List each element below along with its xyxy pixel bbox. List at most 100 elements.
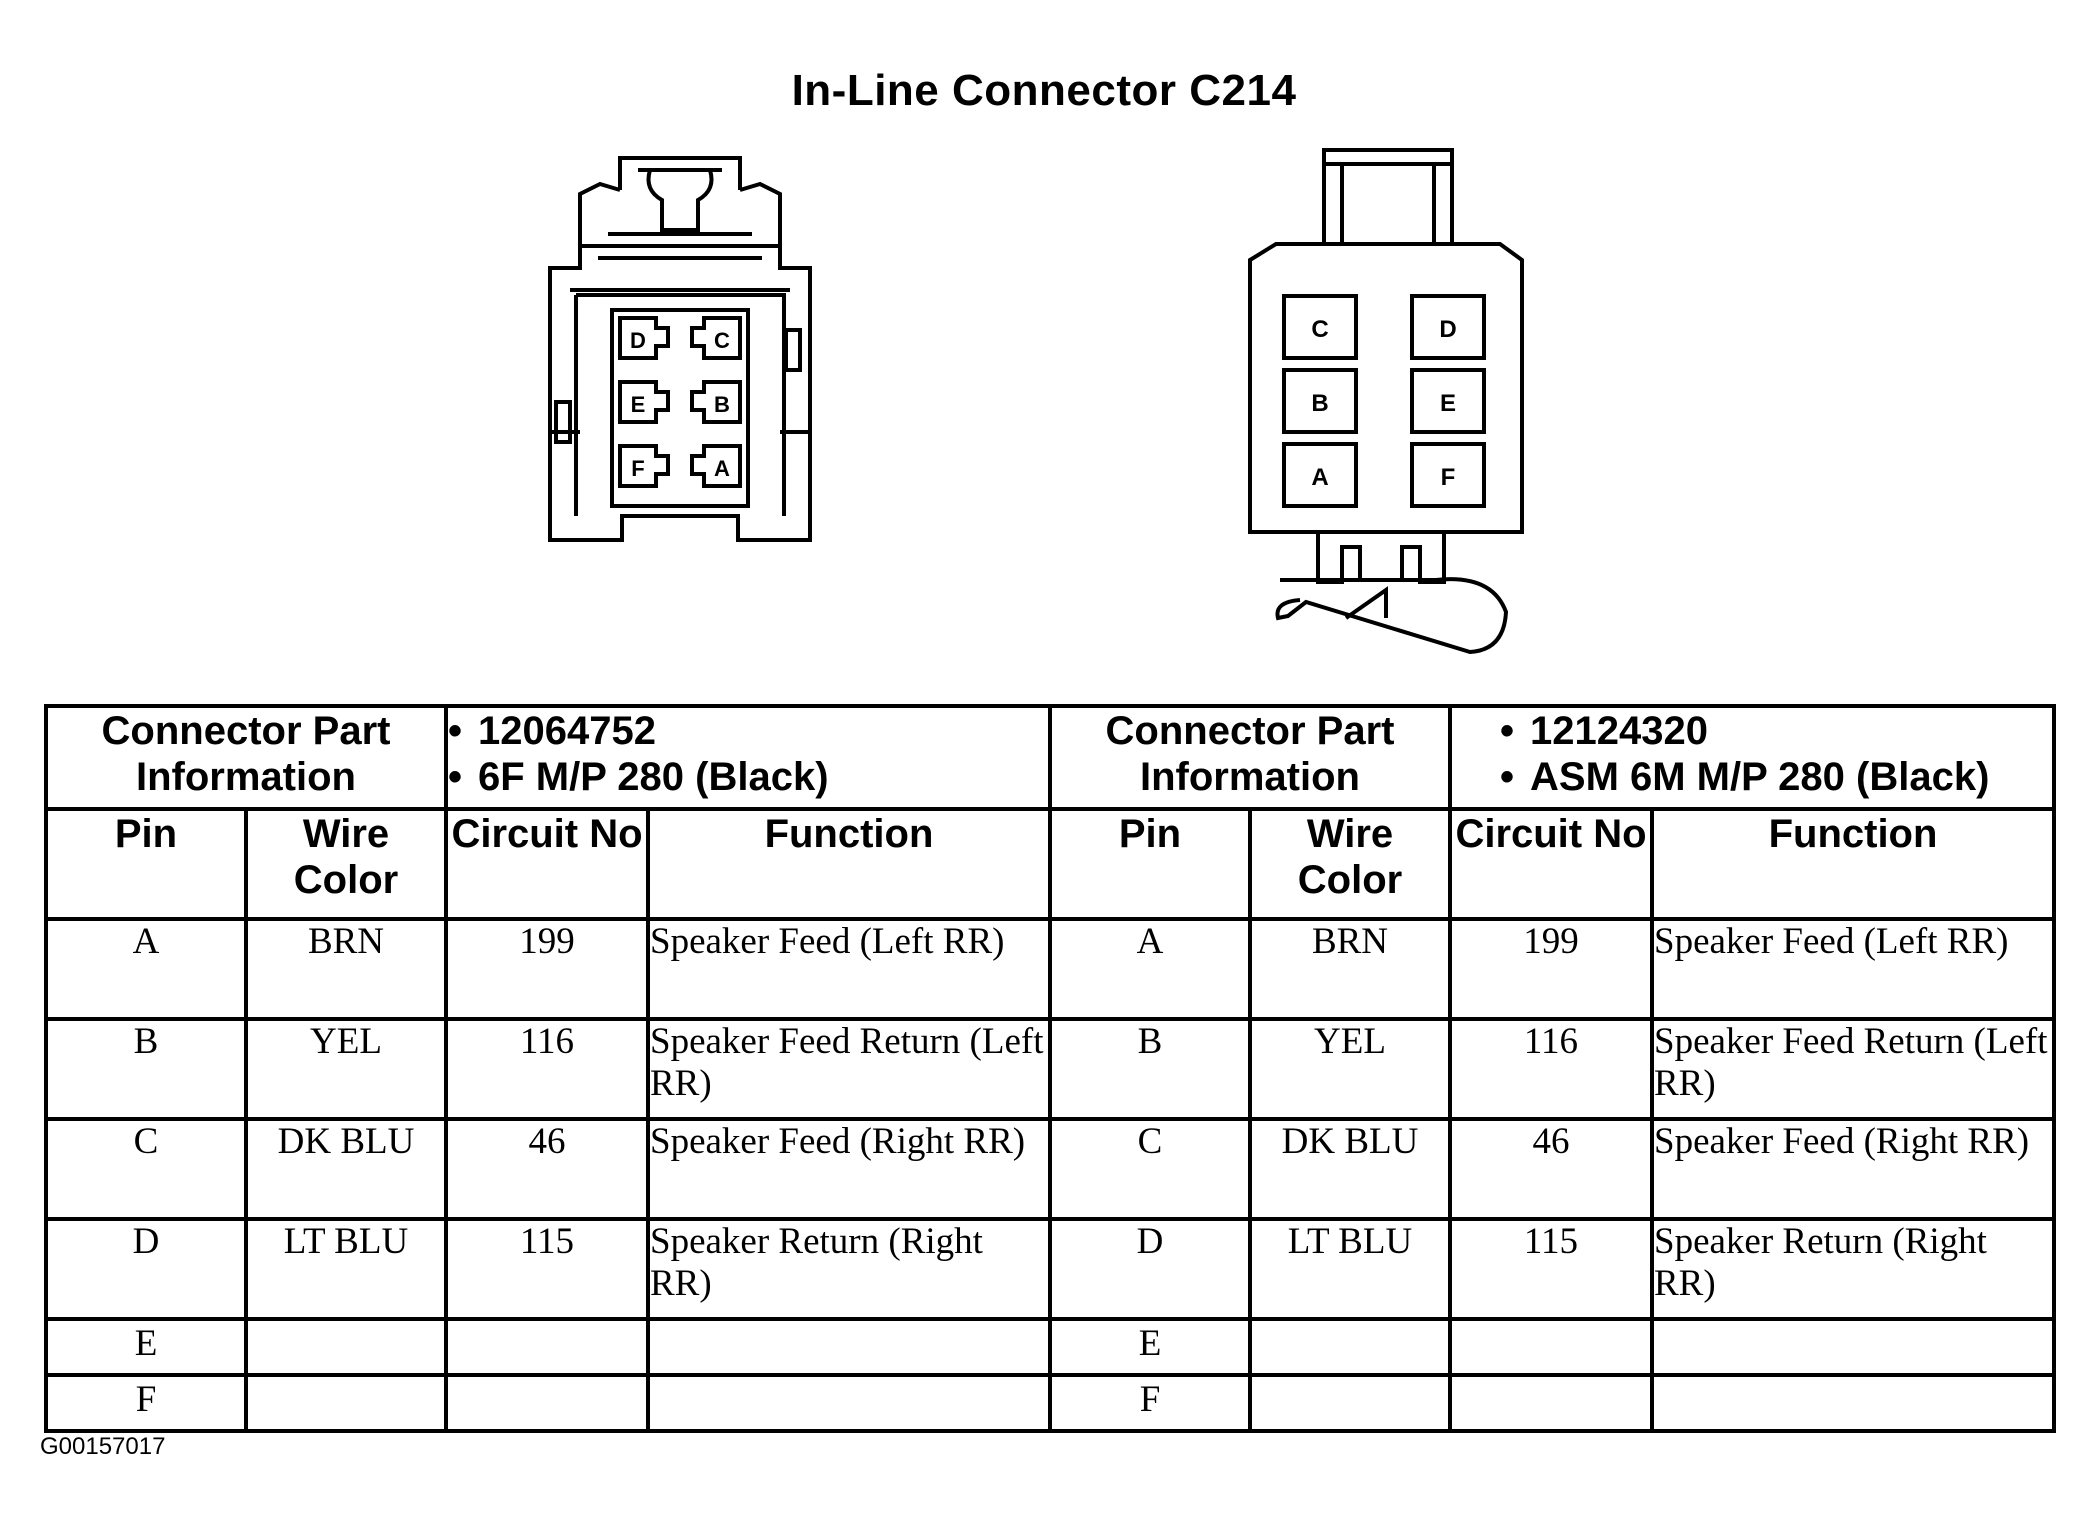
function-cell — [1649, 1317, 2057, 1377]
function-cell: Speaker Feed (Left RR) — [1649, 917, 2057, 1021]
svg-text:A: A — [1311, 464, 1328, 491]
function-cell — [646, 1317, 1052, 1377]
svg-text:F: F — [631, 456, 644, 481]
circuit-cell: 115 — [1448, 1217, 1654, 1321]
pinout-table: Connector Part Information •12064752 •6F… — [44, 704, 2057, 1433]
circuit-cell: 46 — [1448, 1117, 1654, 1221]
right-cavity-c: C — [1282, 294, 1358, 360]
pin-cell: B — [1048, 1017, 1252, 1121]
pin-cell: E — [44, 1317, 248, 1377]
left-cavity-e: E — [618, 380, 670, 424]
svg-text:E: E — [631, 392, 646, 417]
left-part-description: 6F M/P 280 (Black) — [478, 755, 829, 799]
wire-color-cell — [244, 1317, 448, 1377]
header-pin: Pin — [1048, 807, 1252, 921]
right-part-number: 12124320 — [1530, 709, 1708, 753]
left-cavity-a: A — [690, 444, 742, 488]
wire-color-cell — [244, 1373, 448, 1433]
circuit-cell: 46 — [444, 1117, 650, 1221]
diagram-title: In-Line Connector C214 — [791, 66, 1297, 115]
pin-cell: C — [1048, 1117, 1252, 1221]
function-cell: Speaker Feed Return (Left RR) — [1649, 1017, 2057, 1121]
right-part-numbers: •12124320 •ASM 6M M/P 280 (Black) — [1447, 704, 2057, 811]
wire-color-cell: YEL — [1248, 1017, 1452, 1121]
svg-text:F: F — [1441, 464, 1456, 491]
wire-color-cell — [1248, 1317, 1452, 1377]
function-cell: Speaker Feed (Right RR) — [1649, 1117, 2057, 1221]
right-cavity-e: E — [1410, 368, 1486, 434]
header-wire-color: Wire Color — [244, 807, 448, 921]
circuit-cell — [444, 1317, 650, 1377]
svg-text:C: C — [714, 328, 730, 353]
left-cavity-f: F — [618, 444, 670, 488]
circuit-cell: 116 — [1448, 1017, 1654, 1121]
svg-text:D: D — [1439, 316, 1456, 343]
function-cell — [1649, 1373, 2057, 1433]
function-cell: Speaker Feed (Right RR) — [646, 1117, 1052, 1221]
right-cavity-f: F — [1410, 442, 1486, 508]
svg-text:B: B — [714, 392, 730, 417]
table-row: B YEL 116 Speaker Feed Return (Left RR) … — [44, 1017, 2057, 1121]
circuit-cell: 116 — [444, 1017, 650, 1121]
right-part-description: ASM 6M M/P 280 (Black) — [1530, 755, 1990, 799]
function-cell: Speaker Feed (Left RR) — [646, 917, 1052, 1021]
left-cavity-grid: D C E B F A — [618, 316, 742, 488]
circuit-cell: 199 — [444, 917, 650, 1021]
right-part-info-label: Connector Part Information — [1048, 704, 1452, 811]
svg-text:A: A — [714, 456, 730, 481]
table-row: E E — [44, 1317, 2057, 1377]
svg-text:D: D — [630, 328, 646, 353]
wire-color-cell: YEL — [244, 1017, 448, 1121]
function-cell — [646, 1373, 1052, 1433]
wire-color-cell: DK BLU — [1248, 1117, 1452, 1221]
circuit-cell: 199 — [1448, 917, 1654, 1021]
pin-cell: B — [44, 1017, 248, 1121]
wire-color-cell: BRN — [244, 917, 448, 1021]
wire-color-cell: LT BLU — [1248, 1217, 1452, 1321]
svg-text:B: B — [1311, 390, 1328, 417]
pinout-table-wrapper: Connector Part Information •12064752 •6F… — [44, 704, 2057, 1433]
wire-color-cell: DK BLU — [244, 1117, 448, 1221]
table-row: F F — [44, 1373, 2057, 1433]
header-pin: Pin — [44, 807, 248, 921]
circuit-cell: 115 — [444, 1217, 650, 1321]
pin-cell: D — [44, 1217, 248, 1321]
pin-cell: F — [44, 1373, 248, 1433]
svg-text:E: E — [1440, 390, 1456, 417]
left-cavity-b: B — [690, 380, 742, 424]
pin-cell: C — [44, 1117, 248, 1221]
wire-color-cell: BRN — [1248, 917, 1452, 1021]
left-part-info-label: Connector Part Information — [44, 704, 448, 811]
circuit-cell — [1448, 1373, 1654, 1433]
table-row: D LT BLU 115 Speaker Return (Right RR) D… — [44, 1217, 2057, 1321]
function-cell: Speaker Return (Right RR) — [1649, 1217, 2057, 1321]
left-cavity-d: D — [618, 316, 670, 360]
wire-color-cell — [1248, 1373, 1452, 1433]
right-connector-drawing: C D B E A F — [1248, 148, 1524, 655]
right-cavity-b: B — [1282, 368, 1358, 434]
wire-color-cell: LT BLU — [244, 1217, 448, 1321]
pin-cell: F — [1048, 1373, 1252, 1433]
function-cell: Speaker Return (Right RR) — [646, 1217, 1052, 1321]
left-part-numbers: •12064752 •6F M/P 280 (Black) — [444, 704, 1052, 811]
part-info-row: Connector Part Information •12064752 •6F… — [44, 704, 2057, 811]
right-cavity-a: A — [1282, 442, 1358, 508]
circuit-cell — [444, 1373, 650, 1433]
right-cavity-d: D — [1410, 294, 1486, 360]
column-header-row: Pin Wire Color Circuit No Function Pin W… — [44, 807, 2057, 921]
header-circuit-no: Circuit No — [444, 807, 650, 921]
pin-cell: D — [1048, 1217, 1252, 1321]
svg-text:C: C — [1311, 316, 1328, 343]
pin-cell: E — [1048, 1317, 1252, 1377]
header-circuit-no: Circuit No — [1448, 807, 1654, 921]
circuit-cell — [1448, 1317, 1654, 1377]
header-wire-color: Wire Color — [1248, 807, 1452, 921]
header-function: Function — [646, 807, 1052, 921]
header-function: Function — [1649, 807, 2057, 921]
right-cavity-grid: C D B E A F — [1282, 294, 1486, 508]
left-connector-drawing: D C E B F A — [548, 156, 812, 542]
left-part-number: 12064752 — [478, 709, 656, 753]
table-row: C DK BLU 46 Speaker Feed (Right RR) C DK… — [44, 1117, 2057, 1221]
pin-cell: A — [44, 917, 248, 1021]
table-row: A BRN 199 Speaker Feed (Left RR) A BRN 1… — [44, 917, 2057, 1021]
